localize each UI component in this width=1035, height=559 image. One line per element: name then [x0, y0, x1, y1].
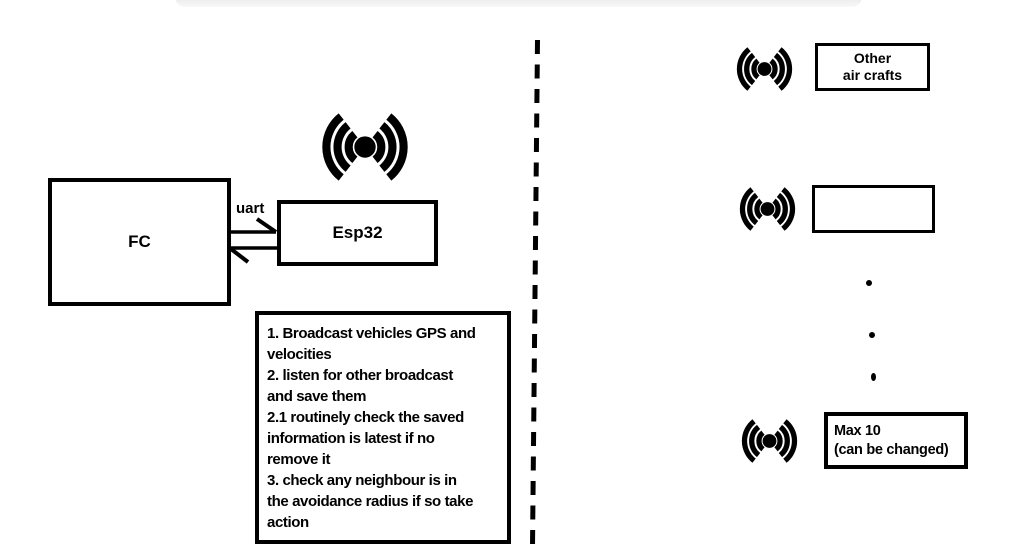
- fc-label: FC: [128, 232, 151, 251]
- aircraft2-broadcast-icon: [726, 180, 809, 238]
- other-aircrafts-label-line1: Other: [853, 50, 892, 66]
- aircraft-max-broadcast-icon: [728, 412, 811, 470]
- fc-box: FC: [48, 178, 231, 306]
- note-line: information is latest if no: [267, 430, 435, 447]
- ellipsis-dot: [869, 332, 875, 338]
- max-aircrafts-label-line1: Max 10: [834, 422, 881, 439]
- esp32-box: Esp32: [277, 200, 438, 266]
- note-line: and save them: [267, 388, 367, 405]
- uart-label: uart: [236, 200, 265, 217]
- note-line: 1. Broadcast vehicles GPS and: [267, 325, 476, 342]
- esp32-label: Esp32: [332, 223, 383, 242]
- aircraft1-broadcast-icon: [723, 40, 806, 98]
- note-line: 2.1 routinely check the saved: [267, 409, 464, 426]
- max-aircrafts-label-line2: (can be changed): [834, 441, 949, 458]
- dashed-separator: [530, 39, 540, 548]
- ellipsis-dot: [866, 280, 872, 286]
- notes-box: 1. Broadcast vehicles GPS and velocities 2…: [255, 311, 511, 544]
- top-rounded-bar: [175, 0, 862, 7]
- note-line: 3. check any neighbour is in: [267, 472, 457, 489]
- note-line: the avoidance radius if so take: [267, 493, 474, 510]
- note-line: 2. listen for other broadcast: [267, 367, 453, 384]
- other-aircrafts-label-line2: air crafts: [842, 67, 903, 83]
- empty-aircraft-box: [812, 185, 935, 233]
- ellipsis-dot: [871, 373, 876, 381]
- note-line: action: [267, 514, 309, 531]
- esp32-broadcast-icon: [308, 102, 422, 192]
- note-line: velocities: [267, 346, 332, 363]
- uart-arrows-icon: [229, 217, 278, 264]
- other-aircrafts-box: Other air crafts: [815, 43, 930, 91]
- note-line: remove it: [267, 451, 331, 468]
- max-aircrafts-box: Max 10 (can be changed): [824, 412, 968, 469]
